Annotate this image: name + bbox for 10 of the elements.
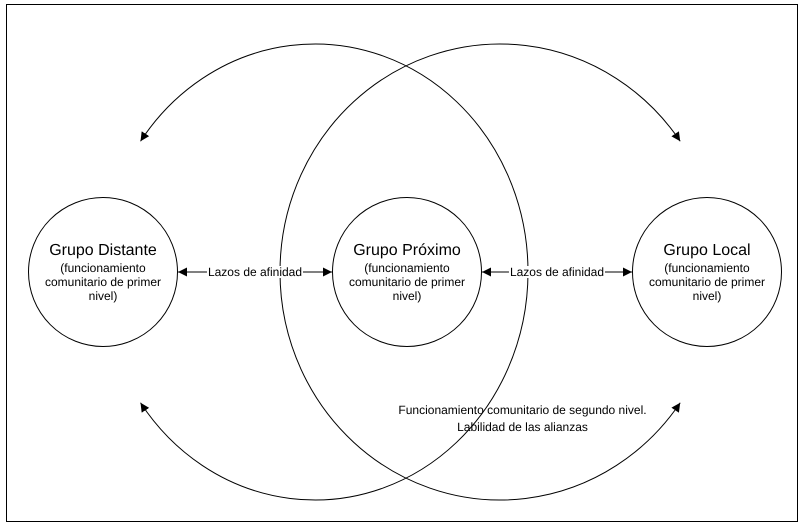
group-title: Grupo Local bbox=[662, 241, 752, 261]
group-title: Grupo Próximo bbox=[352, 241, 462, 261]
arrow bbox=[280, 44, 681, 500]
group-title: Grupo Distante bbox=[48, 241, 158, 261]
edge-label: Lazos de afinidad bbox=[508, 266, 606, 278]
group-description: (funcionamiento comunitario de primer nivel) bbox=[648, 261, 766, 303]
edge-label: Lazos de afinidad bbox=[206, 266, 304, 278]
arrow bbox=[140, 44, 528, 500]
group-description: (funcionamiento comunitario de primer nivel) bbox=[44, 261, 162, 303]
group-description: (funcionamiento comunitario de primer nivel) bbox=[348, 261, 466, 303]
